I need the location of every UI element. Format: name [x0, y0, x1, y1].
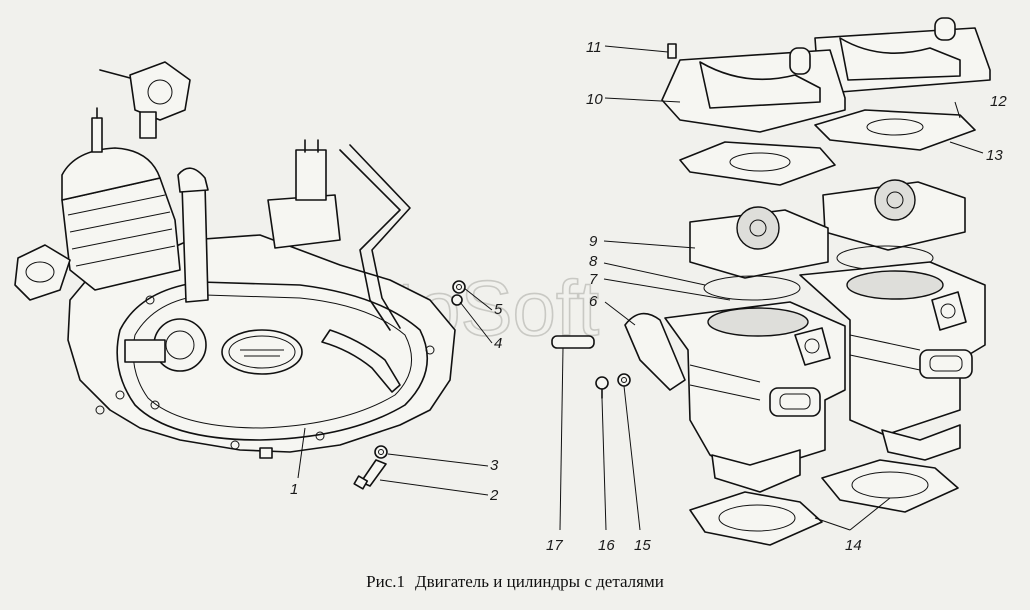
callout-10: 10 — [586, 91, 603, 108]
leader-lines — [297, 45, 984, 531]
callout-13: 13 — [986, 147, 1003, 164]
figure-title: Двигатель и цилиндры с деталями — [415, 572, 664, 591]
callout-7: 7 — [589, 271, 598, 288]
callout-11: 11 — [586, 39, 602, 56]
figure-caption: Рис.1 Двигатель и цилиндры с деталями — [0, 572, 1030, 592]
callout-4: 4 — [494, 335, 502, 352]
callout-16: 16 — [598, 537, 615, 554]
callout-17: 17 — [546, 537, 563, 554]
callout-15: 15 — [634, 537, 651, 554]
callout-6: 6 — [589, 293, 598, 310]
callout-labels: 1 2 3 4 5 6 7 8 9 10 11 12 13 14 15 16 1… — [290, 39, 1007, 554]
figure-number: Рис.1 — [366, 572, 406, 591]
engine-fasteners — [353, 280, 466, 490]
callout-8: 8 — [589, 253, 598, 270]
callout-14: 14 — [845, 537, 862, 554]
callout-3: 3 — [490, 457, 499, 474]
callout-12: 12 — [990, 93, 1007, 110]
callout-9: 9 — [589, 233, 598, 250]
cylinder-fasteners — [551, 335, 631, 399]
callout-5: 5 — [494, 301, 503, 318]
callout-2: 2 — [489, 487, 499, 504]
cylinder-assembly — [624, 17, 991, 546]
engine-assembly — [14, 61, 456, 459]
callout-1: 1 — [290, 481, 298, 498]
